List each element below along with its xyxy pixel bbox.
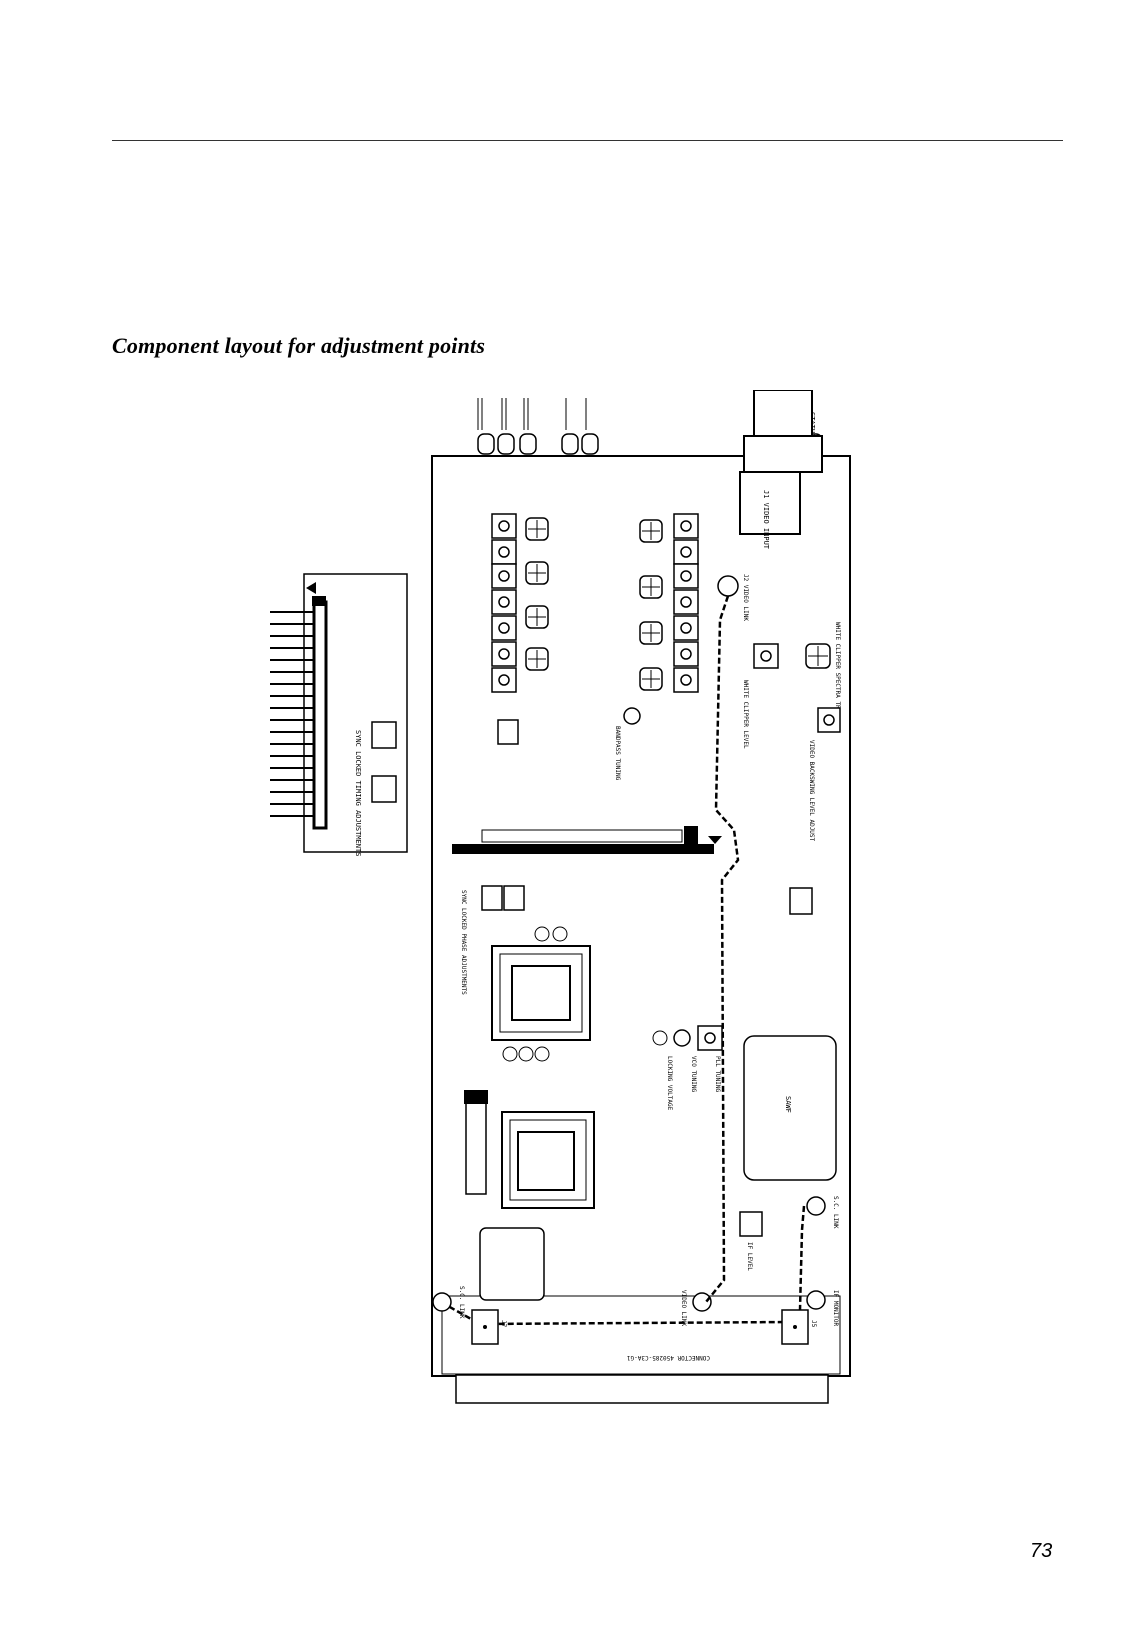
page-number: 73 [1030, 1540, 1053, 1562]
svg-text:VIDEO LINK: VIDEO LINK [680, 1290, 687, 1327]
top-rule [112, 140, 1063, 141]
svg-text:WHITE CLIPPER SPECTRA TRAP: WHITE CLIPPER SPECTRA TRAP [834, 622, 841, 716]
sawf-filter [743, 1035, 837, 1181]
svg-text:J2 VIDEO LINK: J2 VIDEO LINK [742, 574, 749, 621]
svg-text:LOCKING VOLTAGE: LOCKING VOLTAGE [666, 1056, 673, 1111]
bnc-connector [753, 390, 813, 437]
signal-path [705, 595, 740, 1303]
svg-text:S.C. LINK: S.C. LINK [832, 1196, 839, 1229]
video-link-testpoint [717, 575, 739, 597]
svg-text:S.C. LINK: S.C. LINK [458, 1286, 465, 1319]
trim-pots-right [673, 513, 699, 693]
phase-pot-1 [481, 885, 503, 911]
phase-pot-2 [503, 885, 525, 911]
white-clipper-level-pot [753, 643, 779, 669]
video-link-tp-bottom [692, 1292, 712, 1312]
backswing-level-pot [817, 707, 841, 733]
small-pot-r16 [497, 719, 519, 745]
am-pot [789, 887, 813, 915]
svg-text:IF MONITOR: IF MONITOR [832, 1290, 839, 1327]
bandpass-tuning-coil [623, 707, 641, 725]
daughter-pot-2 [371, 775, 397, 803]
section-heading: Component layout for adjustment points [112, 333, 486, 358]
svg-text:IF LEVEL: IF LEVEL [746, 1242, 753, 1271]
if-monitor-tp [806, 1290, 826, 1310]
daughter-label: SYNC LOCKED TIMING ADJUSTMENTS [354, 730, 362, 856]
locking-voltage-tp [652, 1030, 668, 1046]
connector-label: CONNECTOR 450285-C3A-G1 [627, 1354, 710, 1361]
svg-text:VIDEO BACKSWING LEVEL ADJUST: VIDEO BACKSWING LEVEL ADJUST [808, 740, 815, 842]
sc-link-tp-right [806, 1196, 826, 1216]
trim-pots-left [491, 513, 517, 693]
daughter-pot-1 [371, 721, 397, 749]
pin-one-marker [306, 582, 316, 594]
svg-text:J5: J5 [810, 1320, 817, 1328]
sc-link-tp-left [432, 1292, 452, 1312]
daughter-board-header [312, 600, 328, 830]
daughter-board-pins [270, 611, 314, 817]
regulator [465, 1095, 487, 1195]
pll-tuning-pot [697, 1025, 723, 1051]
if-level-pot [739, 1211, 763, 1237]
vco-tuning-coil [673, 1029, 691, 1047]
connector-strip [441, 1295, 841, 1375]
svg-text:J1 VIDEO INPUT: J1 VIDEO INPUT [762, 490, 770, 550]
svg-text:J7: J7 [500, 1320, 507, 1328]
component-layout-diagram: SYNC LOCKED TIMING ADJUSTMENTS STATUS J1… [270, 390, 851, 1404]
svg-text:SYNC LOCKED PHASE ADJUSTMENTS: SYNC LOCKED PHASE ADJUSTMENTS [460, 890, 467, 995]
svg-text:WHITE CLIPPER LEVEL: WHITE CLIPPER LEVEL [742, 680, 749, 749]
module-u23 [479, 1227, 545, 1301]
svg-text:BANDPASS TUNING: BANDPASS TUNING [614, 726, 621, 781]
edge-connector [455, 1374, 829, 1404]
svg-text:VCO TUNING: VCO TUNING [690, 1056, 697, 1093]
svg-text:SAWF: SAWF [784, 1096, 792, 1113]
svg-text:PLL TUNING: PLL TUNING [714, 1056, 721, 1093]
